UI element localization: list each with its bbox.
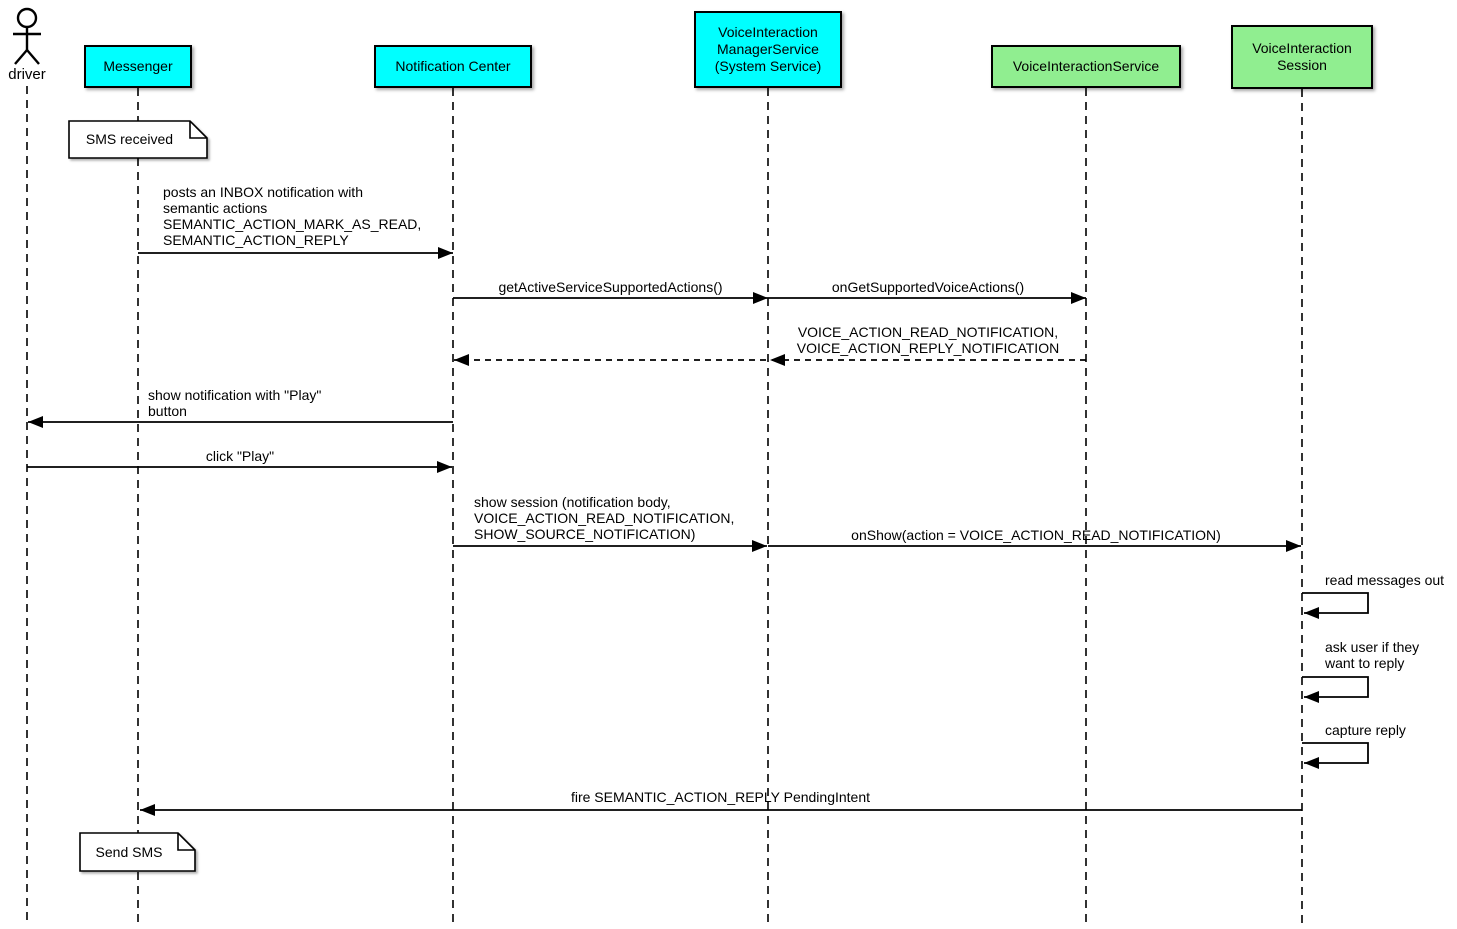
participant-voice-interaction-manager-service: VoiceInteraction ManagerService (System … <box>694 11 842 88</box>
message-label-click-play: click "Play" <box>205 448 275 464</box>
note-send-sms-label: Send SMS <box>95 844 163 860</box>
actor-driver-icon <box>13 7 41 65</box>
message-label-capture-reply: capture reply <box>1325 722 1406 738</box>
actor-driver-label: driver <box>8 66 46 83</box>
note-send-sms <box>79 832 196 872</box>
message-label-on-get-supported-voice-actions: onGetSupportedVoiceActions() <box>831 279 1025 295</box>
message-label-fire-pending-intent: fire SEMANTIC_ACTION_REPLY PendingIntent <box>570 789 871 805</box>
message-label-voice-actions-return: VOICE_ACTION_READ_NOTIFICATION, VOICE_AC… <box>796 324 1060 356</box>
participant-messenger: Messenger <box>84 45 192 88</box>
message-label-get-active-service-supported-actions: getActiveServiceSupportedActions() <box>498 279 723 295</box>
note-sms-received-label: SMS received <box>85 131 174 147</box>
message-label-on-show: onShow(action = VOICE_ACTION_READ_NOTIFI… <box>851 527 1221 543</box>
participant-voice-interaction-session: VoiceInteraction Session <box>1231 25 1373 89</box>
self-message-capture-reply <box>1302 742 1369 769</box>
self-message-read-messages-out <box>1302 592 1369 619</box>
note-sms-received <box>68 120 208 159</box>
message-label-read-messages-out: read messages out <box>1325 572 1445 588</box>
self-message-ask-user-reply <box>1302 676 1369 703</box>
message-label-show-notification: show notification with "Play" button <box>148 387 322 419</box>
message-label-ask-user-reply: ask user if they want to reply <box>1325 639 1420 671</box>
message-label-show-session: show session (notification body, VOICE_A… <box>474 494 735 542</box>
message-label-posts-inbox-notification: posts an INBOX notification with semanti… <box>163 184 422 248</box>
participant-notification-center: Notification Center <box>374 45 532 88</box>
participant-voice-interaction-service: VoiceInteractionService <box>991 45 1181 88</box>
